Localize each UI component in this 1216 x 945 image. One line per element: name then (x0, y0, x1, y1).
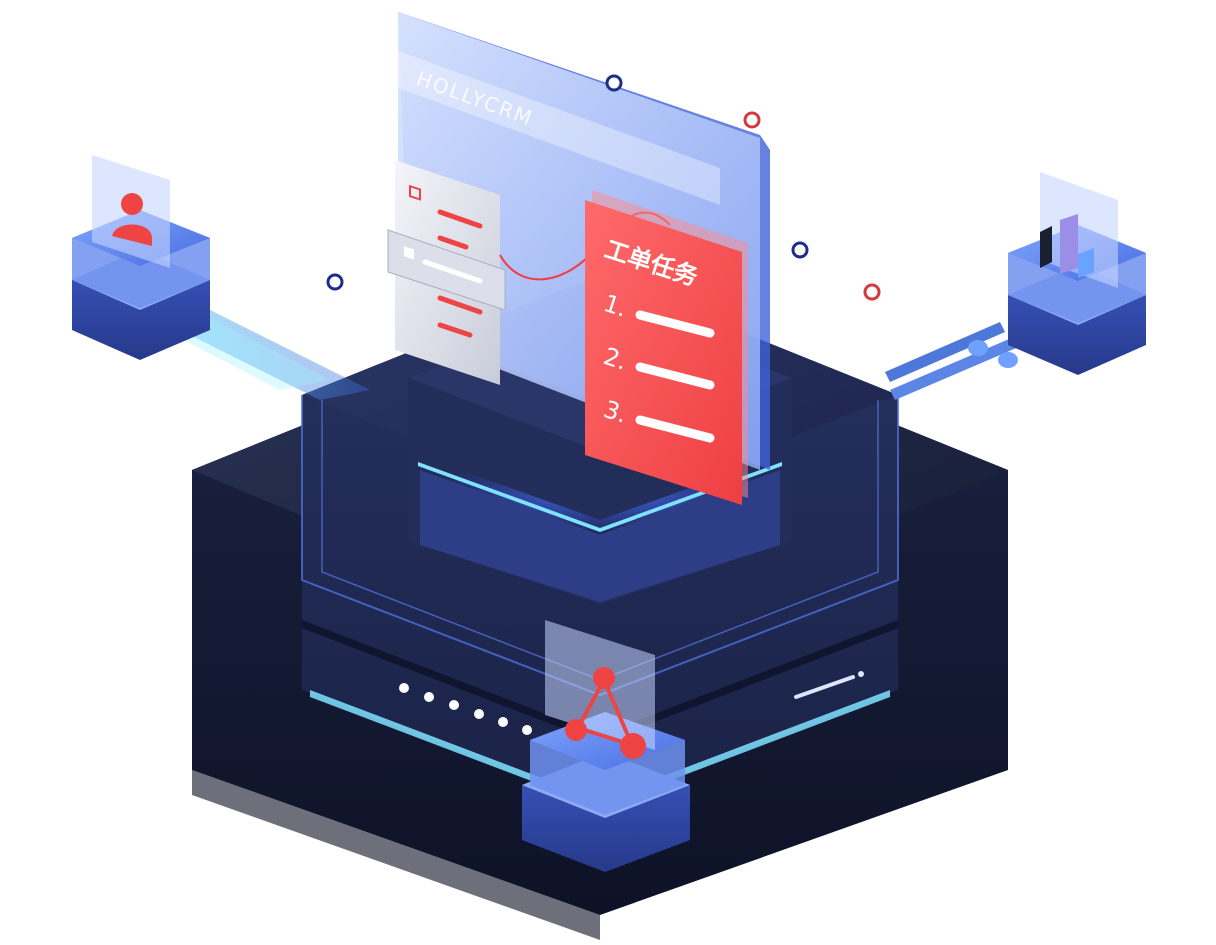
work-order-card: 工单任务 1. 2. 3. (585, 190, 748, 505)
bar-chart-icon (1040, 214, 1094, 278)
bottom-network-module (522, 620, 690, 872)
floating-dots (326, 74, 881, 301)
status-led-dots (399, 683, 532, 735)
left-user-module (72, 155, 210, 360)
checklist-panel (387, 160, 506, 385)
right-chart-module (1008, 172, 1146, 375)
user-icon (112, 193, 152, 246)
indicator-bar (794, 671, 864, 699)
checklist-icon (404, 184, 483, 338)
task-list: 1. 2. 3. (600, 289, 715, 443)
right-connection-pipes (885, 322, 1035, 400)
network-icon (565, 667, 646, 759)
